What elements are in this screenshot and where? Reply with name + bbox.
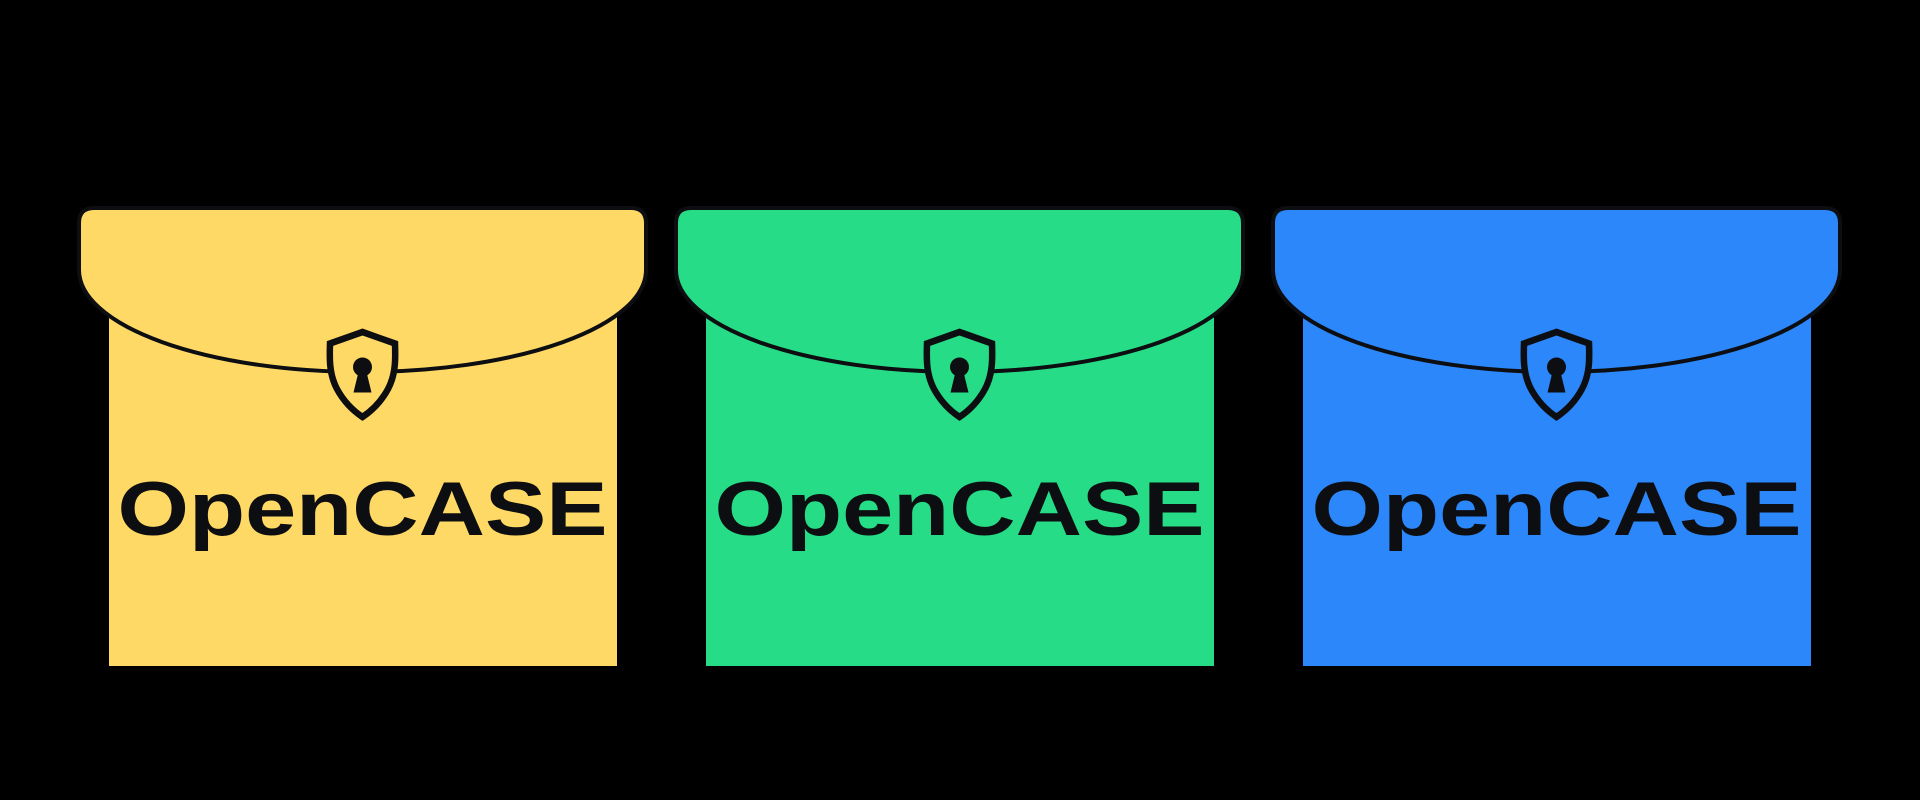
envelope-label: OpenCASE (1312, 467, 1802, 552)
envelope-flap (77, 206, 648, 374)
keyhole-stem (950, 374, 969, 393)
envelope-green: OpenCASE (674, 206, 1245, 666)
shield-keyhole-icon (1520, 328, 1593, 421)
envelope-graphic: OpenCASE (1271, 206, 1842, 666)
envelope-graphic: OpenCASE (77, 206, 648, 666)
envelope-graphic: OpenCASE (674, 206, 1245, 666)
keyhole-stem (1547, 374, 1566, 393)
envelope-flap (1271, 206, 1842, 374)
keyhole-stem (353, 374, 372, 393)
envelope-yellow: OpenCASE (77, 206, 648, 666)
envelope-label: OpenCASE (118, 467, 608, 552)
shield-keyhole-icon (326, 328, 399, 421)
envelope-label: OpenCASE (715, 467, 1205, 552)
envelope-blue: OpenCASE (1271, 206, 1842, 666)
keyhole-circle (1547, 357, 1566, 377)
envelope-flap (674, 206, 1245, 374)
shield-keyhole-icon (923, 328, 996, 421)
keyhole-circle (353, 357, 372, 377)
keyhole-circle (950, 357, 969, 377)
